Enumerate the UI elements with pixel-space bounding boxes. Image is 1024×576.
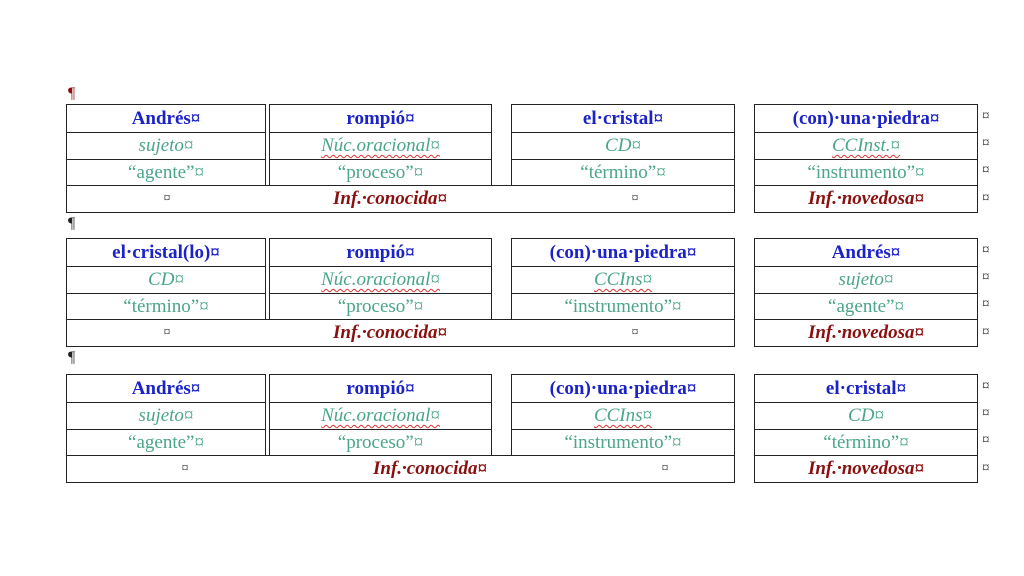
function-cell[interactable]: sujeto¤ [67, 132, 265, 159]
info-known-label[interactable]: Inf.·conocida¤ [333, 188, 447, 209]
role-cell[interactable]: “agente”¤ [67, 429, 265, 456]
table-column: (con)·una·piedra¤ CCIns¤ “instrumento”¤ [511, 238, 735, 320]
header-cell[interactable]: rompió¤ [346, 107, 415, 129]
header-cell[interactable]: el·cristal¤ [825, 377, 907, 399]
function-cell[interactable]: Núc.oracional¤ [270, 266, 491, 293]
analysis-table-1: Andrés¤ sujeto¤ “agente”¤ rompió¤ Núc.or… [0, 104, 1024, 213]
info-row-known: ¤ Inf.·conocida¤ ¤ [66, 185, 735, 213]
info-row-new: Inf.·novedosa¤ [754, 455, 978, 483]
function-cell[interactable]: CD¤ [755, 402, 977, 429]
row-end-mark: ¤ [982, 108, 990, 124]
role-cell[interactable]: “instrumento”¤ [755, 159, 977, 186]
row-end-mark: ¤ [982, 190, 990, 206]
info-known-label[interactable]: Inf.·conocida¤ [333, 322, 447, 343]
empty-cell-mark: ¤ [631, 325, 639, 340]
analysis-table-2: el·cristal(lo)¤ CD¤ “término”¤ rompió¤ N… [0, 238, 1024, 347]
row-end-mark: ¤ [982, 378, 990, 394]
header-cell[interactable]: Andrés¤ [131, 377, 201, 399]
paragraph-mark: ¶ [68, 85, 76, 102]
table-column: el·cristal¤ CD¤ “término”¤ [511, 104, 735, 186]
table-column: el·cristal(lo)¤ CD¤ “término”¤ [66, 238, 266, 320]
empty-cell-mark: ¤ [631, 191, 639, 206]
table-column: rompió¤ Núc.oracional¤ “proceso”¤ [269, 104, 492, 186]
row-end-mark: ¤ [982, 135, 990, 151]
header-cell[interactable]: rompió¤ [346, 241, 415, 263]
analysis-table-3: Andrés¤ sujeto¤ “agente”¤ rompió¤ Núc.or… [0, 374, 1024, 483]
empty-cell-mark: ¤ [163, 191, 171, 206]
header-cell[interactable]: Andrés¤ [131, 107, 201, 129]
function-cell[interactable]: CD¤ [67, 266, 265, 293]
function-cell[interactable]: Núc.oracional¤ [270, 402, 491, 429]
table-column: rompió¤ Núc.oracional¤ “proceso”¤ [269, 238, 492, 320]
function-cell[interactable]: CCIns¤ [512, 402, 734, 429]
row-end-mark: ¤ [982, 296, 990, 312]
function-cell[interactable]: CD¤ [512, 132, 734, 159]
info-row-known: ¤ Inf.·conocida¤ ¤ [66, 455, 735, 483]
row-end-mark: ¤ [982, 269, 990, 285]
info-known-label[interactable]: Inf.·conocida¤ [373, 458, 487, 479]
info-row-new: Inf.·novedosa¤ [754, 185, 978, 213]
header-cell[interactable]: (con)·una·piedra¤ [792, 107, 940, 129]
function-cell[interactable]: sujeto¤ [67, 402, 265, 429]
header-cell[interactable]: Andrés¤ [831, 241, 901, 263]
table-column: (con)·una·piedra¤ CCIns¤ “instrumento”¤ [511, 374, 735, 456]
header-cell[interactable]: el·cristal¤ [582, 107, 664, 129]
role-cell[interactable]: “proceso”¤ [270, 429, 491, 456]
empty-cell-mark: ¤ [163, 325, 171, 340]
role-cell[interactable]: “instrumento”¤ [512, 293, 734, 320]
role-cell[interactable]: “instrumento”¤ [512, 429, 734, 456]
info-new-label[interactable]: Inf.·novedosa¤ [807, 458, 925, 479]
role-cell[interactable]: “término”¤ [755, 429, 977, 456]
header-cell[interactable]: rompió¤ [346, 377, 415, 399]
header-cell[interactable]: (con)·una·piedra¤ [549, 241, 697, 263]
empty-cell-mark: ¤ [181, 461, 189, 476]
table-column: Andrés¤ sujeto¤ “agente”¤ [66, 374, 266, 456]
row-end-mark: ¤ [982, 324, 990, 340]
info-new-label[interactable]: Inf.·novedosa¤ [807, 322, 925, 343]
function-cell[interactable]: Núc.oracional¤ [270, 132, 491, 159]
info-new-label[interactable]: Inf.·novedosa¤ [807, 188, 925, 209]
role-cell[interactable]: “agente”¤ [755, 293, 977, 320]
table-column: Andrés¤ sujeto¤ “agente”¤ [754, 238, 978, 320]
row-end-mark: ¤ [982, 405, 990, 421]
info-row-known: ¤ Inf.·conocida¤ ¤ [66, 319, 735, 347]
function-cell[interactable]: sujeto¤ [755, 266, 977, 293]
role-cell[interactable]: “proceso”¤ [270, 159, 491, 186]
role-cell[interactable]: “agente”¤ [67, 159, 265, 186]
table-column: Andrés¤ sujeto¤ “agente”¤ [66, 104, 266, 186]
row-end-mark: ¤ [982, 460, 990, 476]
function-cell[interactable]: CCInst.¤ [755, 132, 977, 159]
header-cell[interactable]: el·cristal(lo)¤ [112, 241, 220, 263]
function-cell[interactable]: CCIns¤ [512, 266, 734, 293]
role-cell[interactable]: “proceso”¤ [270, 293, 491, 320]
role-cell[interactable]: “término”¤ [512, 159, 734, 186]
paragraph-mark: ¶ [68, 349, 76, 366]
empty-cell-mark: ¤ [661, 461, 669, 476]
row-end-mark: ¤ [982, 242, 990, 258]
table-column: (con)·una·piedra¤ CCInst.¤ “instrumento”… [754, 104, 978, 186]
table-column: rompió¤ Núc.oracional¤ “proceso”¤ [269, 374, 492, 456]
row-end-mark: ¤ [982, 432, 990, 448]
row-end-mark: ¤ [982, 162, 990, 178]
role-cell[interactable]: “término”¤ [67, 293, 265, 320]
info-row-new: Inf.·novedosa¤ [754, 319, 978, 347]
header-cell[interactable]: (con)·una·piedra¤ [549, 377, 697, 399]
table-column: el·cristal¤ CD¤ “término”¤ [754, 374, 978, 456]
paragraph-mark: ¶ [68, 215, 76, 232]
